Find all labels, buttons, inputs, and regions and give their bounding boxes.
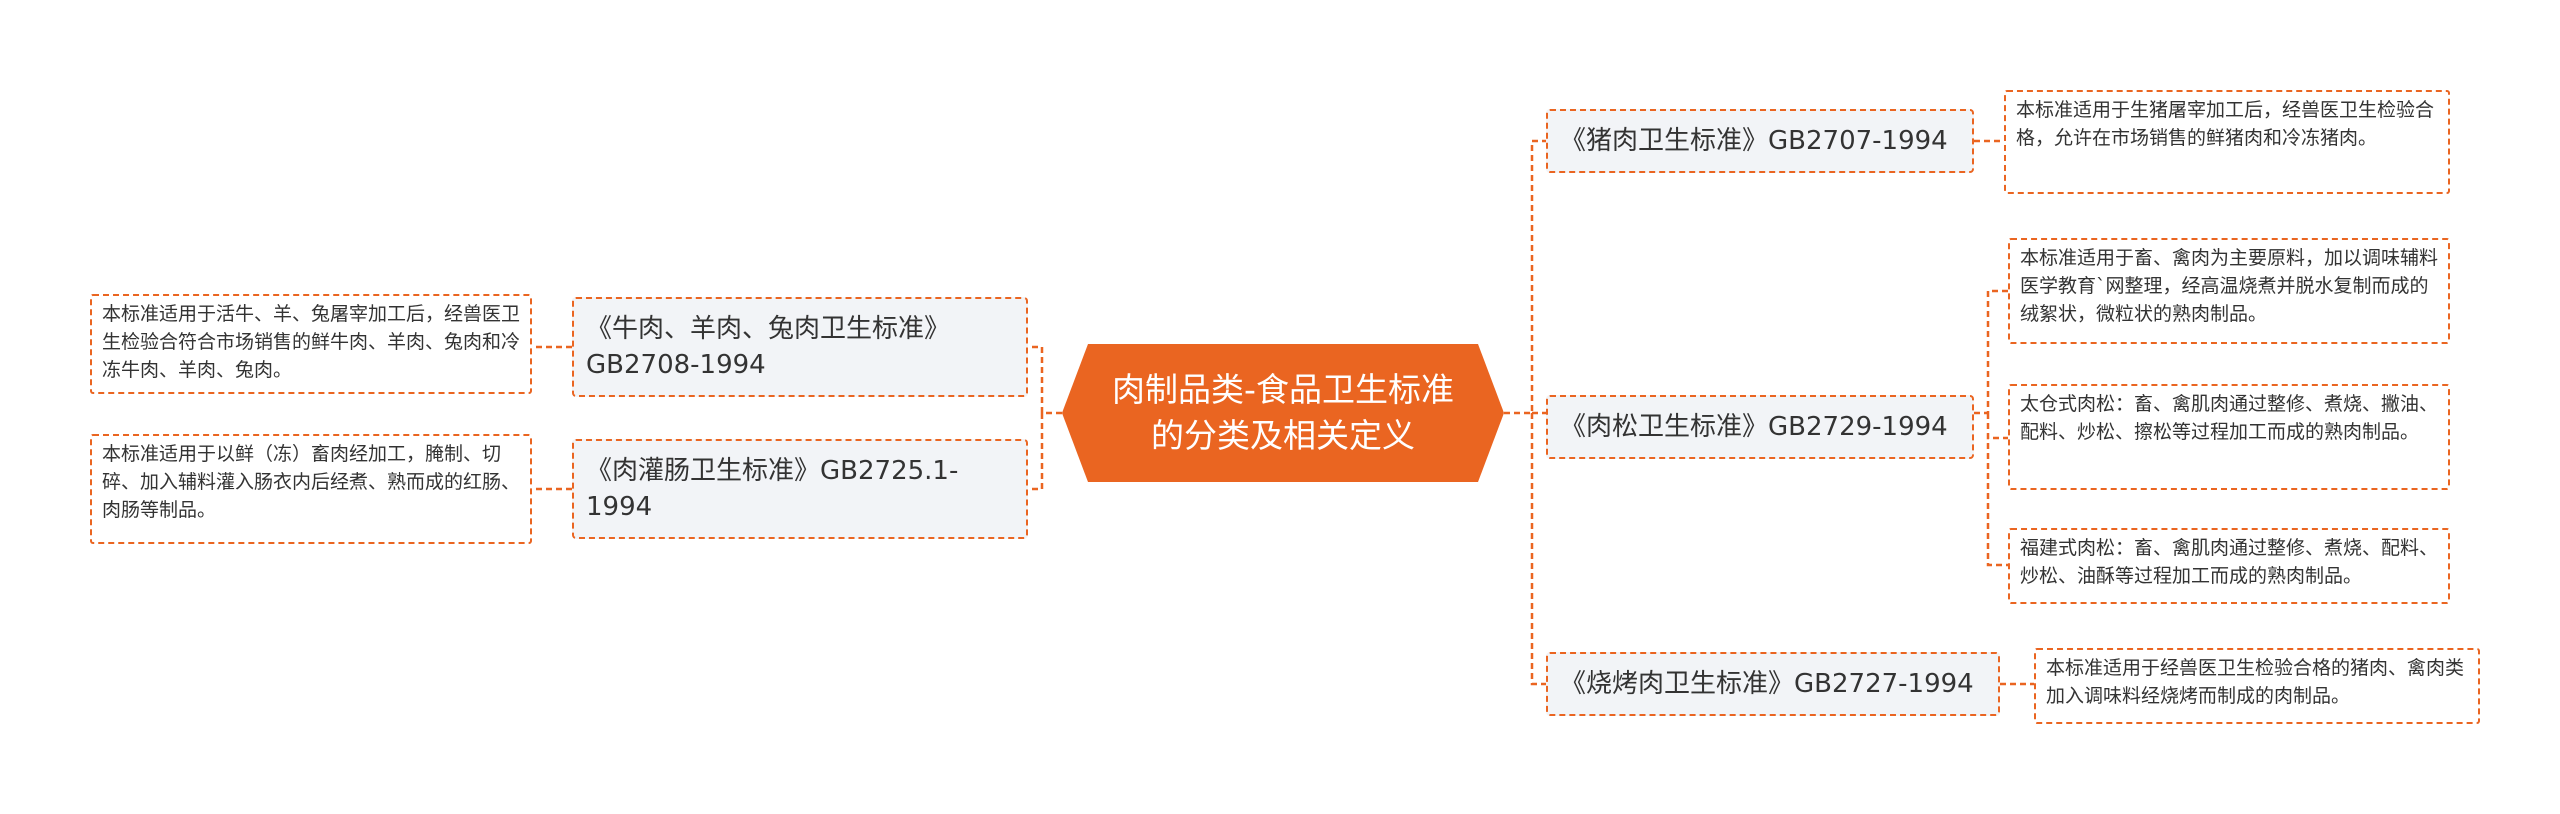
description-node-pork[interactable]: 本标准适用于生猪屠宰加工后，经兽医卫生检验合格，允许在市场销售的鲜猪肉和冷冻猪肉…	[2004, 90, 2450, 194]
standard-node-sausage[interactable]: 《肉灌肠卫生标准》GB2725.1-1994	[572, 439, 1028, 539]
description-node-taicang-floss[interactable]: 太仓式肉松：畜、禽肌肉通过整修、煮烧、撇油、配料、炒松、擦松等过程加工而成的熟肉…	[2008, 384, 2450, 490]
standard-node-pork[interactable]: 《猪肉卫生标准》GB2707-1994	[1546, 109, 1974, 173]
description-text: 本标准适用于畜、禽肉为主要原料，加以调味辅料医学教育`网整理，经高温烧煮并脱水复…	[2020, 247, 2439, 325]
description-node-sausage[interactable]: 本标准适用于以鲜（冻）畜肉经加工，腌制、切碎、加入辅料灌入肠衣内后经煮、熟而成的…	[90, 434, 532, 544]
standard-node-label: 《烧烤肉卫生标准》GB2727-1994	[1560, 669, 1974, 699]
standard-node-beef-mutton-rabbit[interactable]: 《牛肉、羊肉、兔肉卫生标准》GB2708-1994	[572, 297, 1028, 397]
standard-node-meat-floss[interactable]: 《肉松卫生标准》GB2729-1994	[1546, 395, 1974, 459]
description-node-fujian-floss[interactable]: 福建式肉松：畜、禽肌肉通过整修、煮烧、配料、炒松、油酥等过程加工而成的熟肉制品。	[2008, 528, 2450, 604]
standard-node-label: 《猪肉卫生标准》GB2707-1994	[1560, 126, 1948, 156]
description-node-roast-meat[interactable]: 本标准适用于经兽医卫生检验合格的猪肉、禽肉类加入调味料经烧烤而制成的肉制品。	[2034, 648, 2480, 724]
description-node-meat-floss-definition[interactable]: 本标准适用于畜、禽肉为主要原料，加以调味辅料医学教育`网整理，经高温烧煮并脱水复…	[2008, 238, 2450, 344]
connector-right-std2	[1974, 289, 2008, 567]
standard-node-label: 《肉松卫生标准》GB2729-1994	[1560, 412, 1948, 442]
description-text: 本标准适用于以鲜（冻）畜肉经加工，腌制、切碎、加入辅料灌入肠衣内后经煮、熟而成的…	[102, 443, 521, 521]
standard-node-label: 《肉灌肠卫生标准》GB2725.1-1994	[586, 456, 959, 522]
connector-center-left	[1028, 345, 1062, 491]
description-text: 本标准适用于活牛、羊、兔屠宰加工后，经兽医卫生检验合符合市场销售的鲜牛肉、羊肉、…	[102, 303, 521, 381]
description-text: 本标准适用于经兽医卫生检验合格的猪肉、禽肉类加入调味料经烧烤而制成的肉制品。	[2046, 657, 2465, 707]
description-text: 本标准适用于生猪屠宰加工后，经兽医卫生检验合格，允许在市场销售的鲜猪肉和冷冻猪肉…	[2016, 99, 2435, 149]
standard-node-roast-meat[interactable]: 《烧烤肉卫生标准》GB2727-1994	[1546, 652, 2000, 716]
description-node-beef-mutton-rabbit[interactable]: 本标准适用于活牛、羊、兔屠宰加工后，经兽医卫生检验合符合市场销售的鲜牛肉、羊肉、…	[90, 294, 532, 394]
central-topic-label: 肉制品类-食品卫生标准的分类及相关定义	[1112, 370, 1454, 455]
connector-center-right	[1504, 139, 1546, 686]
description-text: 太仓式肉松：畜、禽肌肉通过整修、煮烧、撇油、配料、炒松、擦松等过程加工而成的熟肉…	[2020, 393, 2439, 443]
central-topic[interactable]: 肉制品类-食品卫生标准的分类及相关定义	[1062, 344, 1504, 482]
standard-node-label: 《牛肉、羊肉、兔肉卫生标准》GB2708-1994	[586, 314, 951, 380]
description-text: 福建式肉松：畜、禽肌肉通过整修、煮烧、配料、炒松、油酥等过程加工而成的熟肉制品。	[2020, 537, 2439, 587]
